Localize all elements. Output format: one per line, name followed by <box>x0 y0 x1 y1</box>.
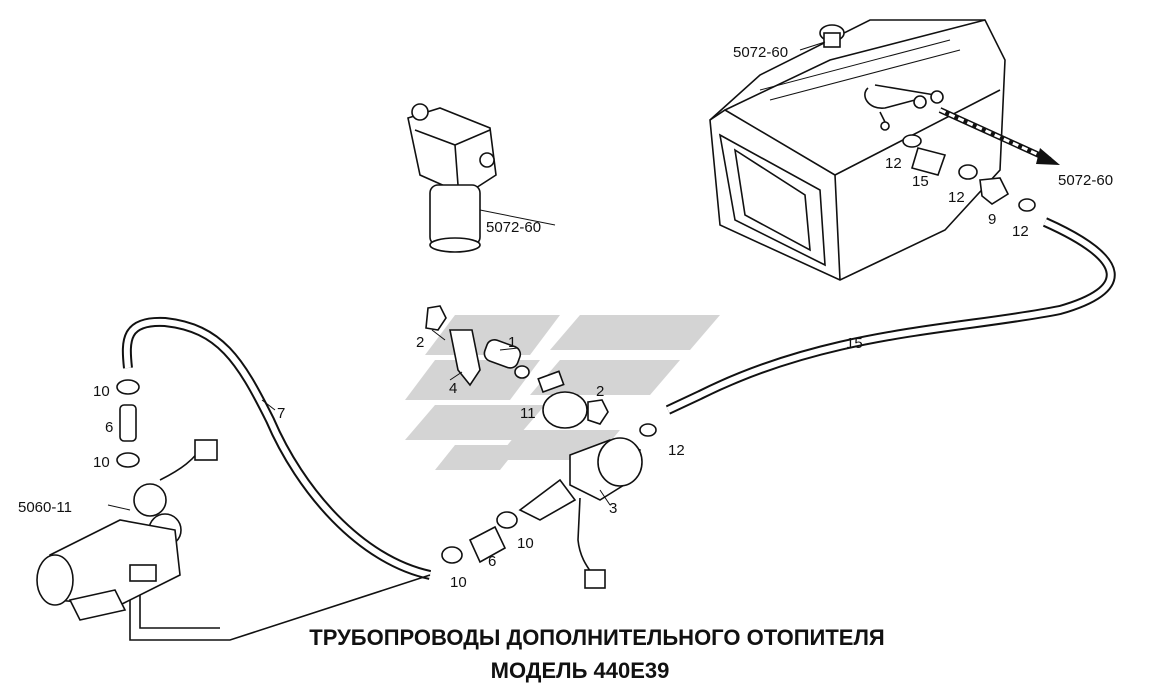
label-2b: 2 <box>596 383 604 400</box>
nut-2a-icon <box>425 305 447 331</box>
label-9: 9 <box>988 211 996 228</box>
clamp-12-icon <box>902 134 922 148</box>
hose-6a-icon <box>119 404 137 442</box>
label-11: 11 <box>520 405 536 422</box>
label-tank-ref: 5072-60 <box>733 44 788 61</box>
clamp-12c-icon <box>1018 198 1036 212</box>
clamp-group <box>537 370 609 429</box>
filler-cap-icon <box>819 24 845 48</box>
bracket-4-icon <box>449 329 481 387</box>
nut-2b-icon <box>587 399 609 425</box>
label-1: 1 <box>508 334 516 351</box>
callout-labels: 5072-60 5072-60 5072-60 5060-11 12 15 12… <box>18 44 1113 591</box>
label-10b: 10 <box>93 454 110 471</box>
label-10d: 10 <box>450 574 467 591</box>
label-10a: 10 <box>93 383 110 400</box>
tank-outlet-parts <box>902 134 1036 212</box>
bracket-group <box>425 305 530 387</box>
label-15a: 15 <box>912 173 929 190</box>
clip-11-icon <box>542 391 588 429</box>
hose-15-icon <box>910 147 947 176</box>
lower-fittings <box>441 511 518 564</box>
fuel-pump <box>518 423 657 589</box>
heater-unit <box>36 439 431 641</box>
leader-lines <box>107 41 826 511</box>
label-filter-ref: 5072-60 <box>486 219 541 236</box>
diagram-title: ТРУБОПРОВОДЫ ДОПОЛНИТЕЛЬНОГО ОТОПИТЕЛЯ <box>309 625 884 650</box>
label-12b: 12 <box>948 189 965 206</box>
label-2a: 2 <box>416 334 424 351</box>
label-heater-ref: 5060-11 <box>18 499 72 516</box>
label-7: 7 <box>277 405 285 422</box>
label-10c: 10 <box>517 535 534 552</box>
connector-icon <box>194 439 218 461</box>
fuel-tank <box>709 19 1006 281</box>
label-arrow-ref: 5072-60 <box>1058 172 1113 189</box>
label-4: 4 <box>449 380 457 397</box>
label-3: 3 <box>609 500 617 517</box>
valve-9-icon <box>979 177 1010 205</box>
clamp-10d-icon <box>441 546 463 564</box>
clamp-10a-icon <box>116 379 140 395</box>
label-12d: 12 <box>668 442 685 459</box>
damper-1-icon <box>483 338 522 369</box>
fuel-filter <box>407 103 497 253</box>
clamp-12d-icon <box>639 423 657 437</box>
hose-6b-icon <box>468 525 507 564</box>
label-6a: 6 <box>105 419 113 436</box>
clamp-10b-icon <box>116 452 140 468</box>
label-12c: 12 <box>1012 223 1029 240</box>
diagram-subtitle: МОДЕЛЬ 440Е39 <box>491 658 670 683</box>
label-12a: 12 <box>885 155 902 172</box>
left-fittings <box>116 379 140 468</box>
tank-fitting-icon <box>864 84 944 131</box>
clamp-12b-icon <box>958 164 978 180</box>
direction-arrow <box>938 107 1060 165</box>
clamp-10c-icon <box>496 511 518 529</box>
label-6b: 6 <box>488 553 496 570</box>
label-15b: 15 <box>846 335 863 352</box>
